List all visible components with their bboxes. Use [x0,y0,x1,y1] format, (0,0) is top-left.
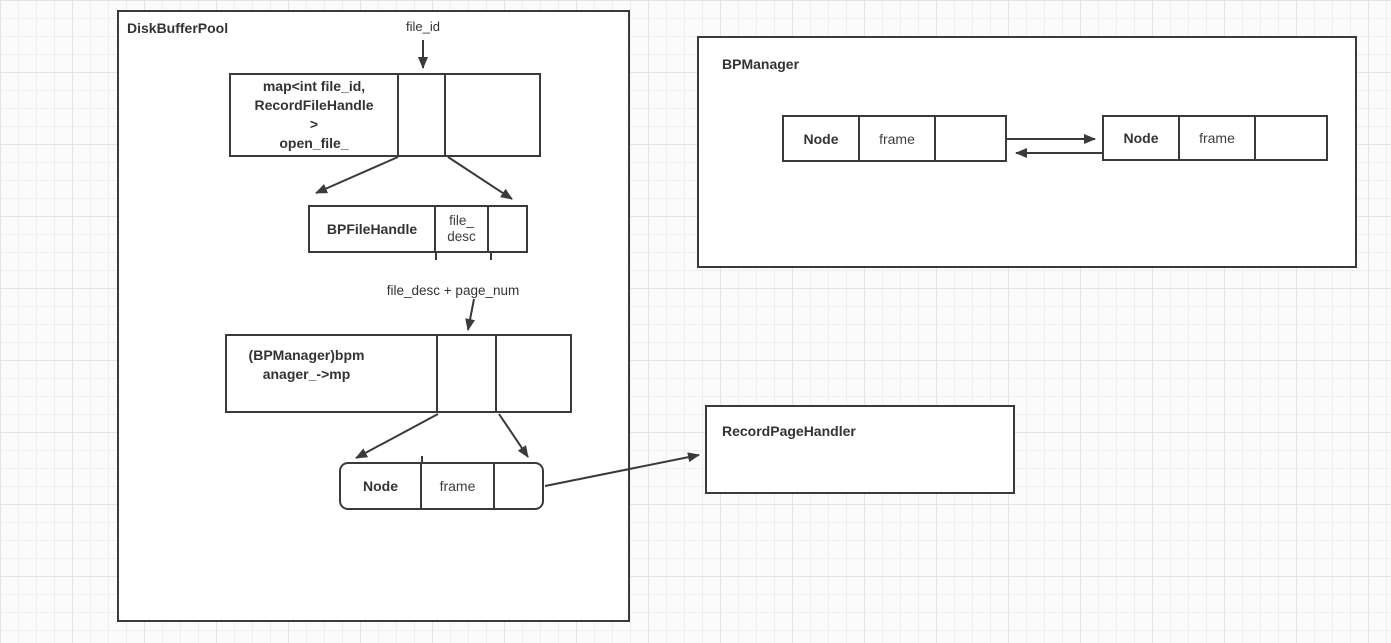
map-box-line-2: RecordFileHandle [254,97,374,113]
bpm-right-node-empty-cell [1256,117,1326,159]
dbp-node-title: Node [363,478,398,494]
file-desc-page-num-label[interactable]: file_desc + page_num [386,283,520,298]
dbp-node-frame-label: frame [439,478,476,494]
bp-file-handle-title: BPFileHandle [326,221,418,237]
dbp-node-title-cell: Node [341,464,422,508]
dbp-node-empty-cell [495,464,542,508]
bp-file-handle-empty-cell [489,207,526,251]
bpm-right-node-frame-label: frame [1199,130,1235,146]
bpm-left-node-empty-cell [936,117,1005,160]
file-id-label[interactable]: file_id [406,19,440,34]
bp-file-handle-title-cell: BPFileHandle [310,207,436,251]
bpm-right-node-title: Node [1123,130,1159,146]
bpmanager-mp-box[interactable]: (BPManager)bpm anager_->mp [225,334,572,413]
bpmanager-mp-line-2: anager_->mp [262,366,351,382]
bpm-right-node-title-cell: Node [1104,117,1180,159]
dbp-node-frame-cell: frame [422,464,495,508]
record-page-handler-container[interactable]: RecordPageHandler [705,405,1015,494]
map-box-line-4: open_file_ [279,135,349,151]
map-box-empty-cell [446,75,539,155]
bpm-left-node-frame-cell: frame [860,117,936,160]
bpm-left-node-box[interactable]: Node frame [782,115,1007,162]
bpmanager-mp-line-1: (BPManager)bpm [248,347,365,363]
bpm-left-node-title-cell: Node [784,117,860,160]
bpmanager-mp-text-cell: (BPManager)bpm anager_->mp [227,336,438,411]
bpm-left-node-frame-label: frame [879,130,915,147]
bpm-right-node-box[interactable]: Node frame [1102,115,1328,161]
bpm-right-node-frame-cell: frame [1180,117,1256,159]
bpmanager-mp-pointer-cell [438,336,497,411]
map-open-file-box[interactable]: map<int file_id, RecordFileHandle > open… [229,73,541,157]
file-desc-line-2: desc [447,229,476,244]
bpm-left-node-title: Node [803,130,839,147]
map-box-line-1: map<int file_id, [262,78,366,94]
file-desc-line-1: file_ [449,213,474,228]
map-box-pointer-cell [399,75,446,155]
disk-buffer-pool-title: DiskBufferPool [127,20,229,36]
map-box-line-3: > [309,116,319,132]
bpmanager-mp-empty-cell [497,336,570,411]
bp-file-handle-box[interactable]: BPFileHandle file_ desc [308,205,528,253]
map-open-file-text-cell: map<int file_id, RecordFileHandle > open… [231,75,399,155]
record-page-handler-title: RecordPageHandler [722,423,856,439]
bp-manager-title: BPManager [722,56,800,72]
dbp-node-box[interactable]: Node frame [339,462,544,510]
bp-file-handle-desc-cell: file_ desc [436,207,489,251]
